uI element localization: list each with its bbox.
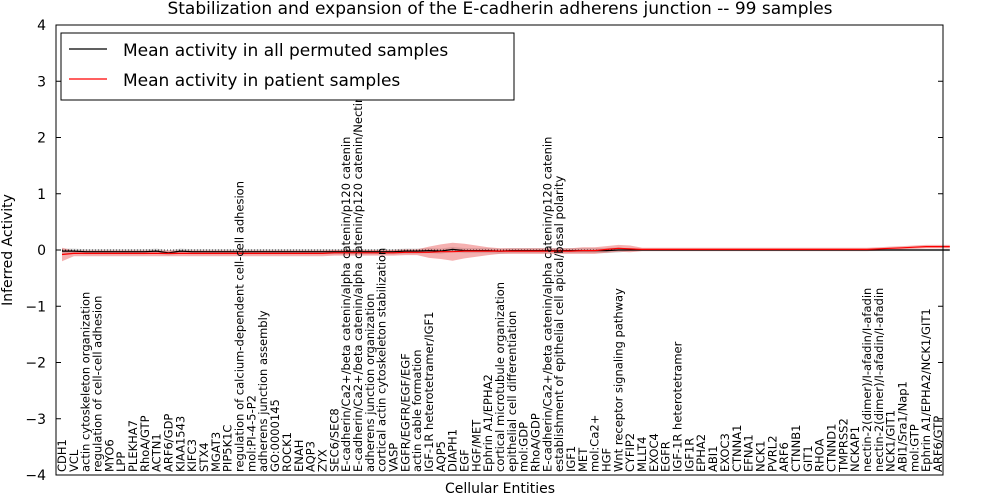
y-tick-label: 3: [37, 74, 46, 90]
y-axis: −4 −3 −2 −1 0 1 2 3 4: [25, 18, 943, 484]
x-tick-label: mol:PI-4-5-P2: [244, 395, 258, 472]
x-tick-label: GIT1: [801, 445, 815, 472]
y-tick-label: −2: [25, 356, 46, 372]
x-tick-label: IGF-1R heterotetramer: [671, 341, 685, 472]
x-tick-label: cortical actin cytoskeleton stabilizatio…: [375, 248, 389, 472]
x-tick-label: mol:Ca2+: [588, 415, 602, 472]
x-tick-label: ARF6/GDP: [162, 414, 176, 472]
x-tick-label: VASP: [387, 443, 401, 472]
x-tick-label: regulation of calcium-dependent cell-cel…: [233, 181, 247, 472]
x-tick-label: ROCK1: [280, 432, 294, 472]
x-tick-label: CDH1: [55, 439, 69, 472]
x-tick-label: epithelial cell differentiation: [505, 311, 519, 472]
x-tick-label: Ephrin A1/EPHA2/NCK1/GIT1: [919, 308, 933, 472]
x-axis-label: Cellular Entities: [445, 481, 555, 497]
x-tick-label: KIAA1543: [173, 416, 187, 472]
y-tick-label: 1: [37, 187, 46, 203]
x-tick-label: actin cytoskeleton organization: [79, 292, 93, 472]
x-tick-label: CTNNB1: [789, 425, 803, 472]
x-tick-label: GO:0000145: [268, 399, 282, 472]
x-tick-label: MLLT4: [635, 437, 649, 473]
legend-box: [60, 32, 515, 101]
x-tick-label: adherens junction assembly: [256, 310, 270, 472]
x-tick-label: E-cadherin/Ca2+/beta catenin/alpha caten…: [540, 137, 554, 472]
x-tick-label: E-cadherin/Ca2+/beta catenin/alpha caten…: [351, 96, 365, 472]
plot-area: [56, 242, 950, 262]
x-tick-label: SEC6/SEC8: [327, 408, 341, 472]
x-tick-label: ABI1/Sra1/Nap1: [896, 381, 910, 472]
patient-band: [62, 242, 950, 262]
x-tick-label: cortical microtubule organization: [493, 282, 507, 472]
x-tick-label: ABI1: [706, 446, 720, 472]
legend: Mean activity in all permuted samples Me…: [60, 32, 515, 101]
x-tick-label: mol:GDP: [517, 422, 531, 472]
x-tick-label: VCL: [67, 449, 81, 472]
x-tick-label: EGFR/EGFR/EGF/EGF: [398, 353, 412, 472]
x-tick-label: EXOC4: [647, 433, 661, 472]
x-tick-label: EXOC3: [718, 433, 732, 472]
x-tick-label: NCK1: [753, 441, 767, 473]
x-tick-label: adherens junction organization: [363, 294, 377, 472]
x-tick-label: CTNNA1: [730, 425, 744, 472]
x-tick-label: Wnt receptor signaling pathway: [611, 288, 625, 472]
y-tick-label: 4: [37, 18, 46, 34]
x-tick-label: mol:GTP: [907, 424, 921, 472]
x-tick-label: LPP: [114, 452, 128, 472]
legend-label-patient: Mean activity in patient samples: [123, 71, 400, 91]
x-tick-label: EPHA2: [694, 434, 708, 472]
x-tick-label: IGF1R: [682, 438, 696, 472]
x-tick-label: establishment of epithelial cell apical/…: [552, 176, 566, 472]
x-tick-label: regulation of cell-cell adhesion: [91, 296, 105, 472]
x-tick-label: NCKAP1: [848, 426, 862, 472]
x-tick-label: ZYX: [315, 449, 329, 472]
y-tick-label: −3: [25, 412, 46, 428]
x-tick-label: nectin-2(dimer)/I-afadin/I-afadin: [860, 288, 874, 472]
x-tick-label: EFNA1: [742, 434, 756, 472]
x-tick-label: ARF6: [777, 442, 791, 472]
x-tick-label: EGF: [458, 449, 472, 472]
x-tick-label: nectin-2(dimer)/I-afadin/I-afadin: [872, 288, 886, 472]
x-tick-label: IGF-1R heterotetramer/IGF1: [422, 312, 436, 472]
x-tick-label: AQP5: [434, 441, 448, 472]
y-tick-label: −1: [25, 299, 46, 315]
x-tick-label: AQP3: [304, 441, 318, 472]
x-tick-label: HGF/MET: [469, 419, 483, 472]
x-tick-label: MGAT3: [209, 432, 223, 472]
x-tick-label: HGF: [600, 448, 614, 472]
legend-label-permuted: Mean activity in all permuted samples: [123, 41, 448, 61]
chart-title: Stabilization and expansion of the E-cad…: [167, 0, 832, 19]
x-tick-label: TMPRSS2: [836, 418, 850, 473]
y-tick-label: 2: [37, 131, 46, 147]
x-tick-label: ACTN1: [150, 433, 164, 472]
series-line-1: [61, 246, 950, 256]
x-tick-label: ENAH: [292, 440, 306, 472]
x-tick-label: CYFIP2: [623, 433, 637, 472]
x-tick-label: E-cadherin/Ca2+/beta catenin/alpha caten…: [339, 137, 353, 472]
x-tick-label: PLEKHA7: [126, 420, 140, 472]
x-tick-label: ARF6/GTP: [931, 416, 945, 472]
x-tick-label: IGF1: [564, 446, 578, 472]
x-tick-label: EGFR: [659, 441, 673, 472]
y-tick-label: 0: [37, 243, 46, 259]
x-tick-label: CTNND1: [825, 424, 839, 472]
x-tick-label: MYO6: [102, 439, 116, 472]
y-axis-label: Inferred Activity: [0, 194, 16, 306]
x-tick-label: RhoA/GDP: [529, 413, 543, 472]
x-tick-label: STX4: [197, 442, 211, 472]
y-tick-label: −4: [25, 468, 46, 484]
x-tick-label: PVRL2: [765, 435, 779, 472]
x-tick-label: RHOA: [813, 439, 827, 472]
x-tick-label: DIAPH1: [446, 429, 460, 472]
x-tick-label: PIP5K1C: [221, 425, 235, 472]
x-tick-label: MET: [576, 447, 590, 472]
x-tick-label: RhoA/GTP: [138, 415, 152, 472]
x-tick-label: Ephrin A1/EPHA2: [481, 374, 495, 472]
x-tick-label: KIFC3: [185, 439, 199, 472]
x-tick-label: NCK1/GIT1: [884, 410, 898, 472]
x-tick-label: actin cable formation: [410, 349, 424, 472]
